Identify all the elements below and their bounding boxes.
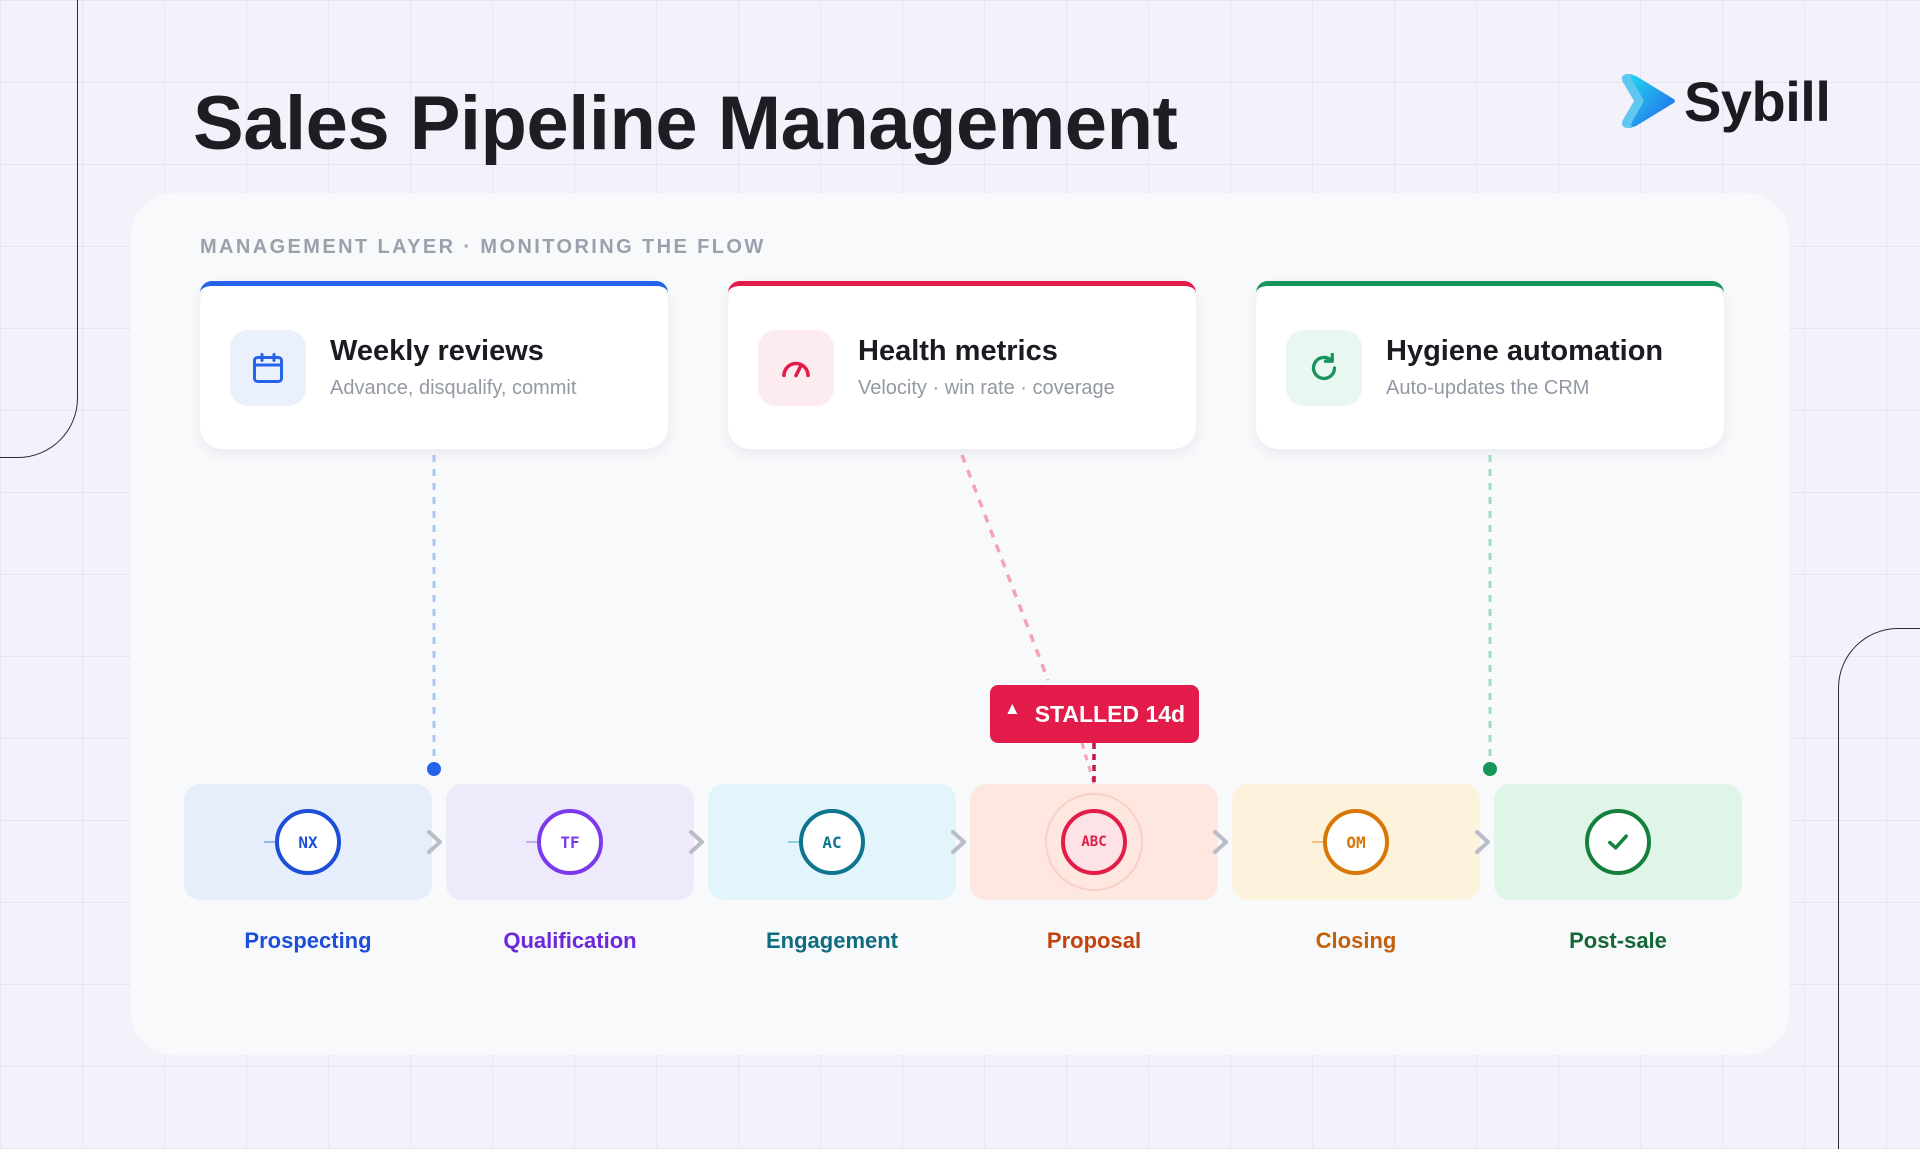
stage-label-qualification: Qualification bbox=[503, 928, 637, 953]
card-subtitle: Advance, disqualify, commit bbox=[330, 377, 577, 399]
play-logo-icon bbox=[1621, 74, 1675, 128]
check-icon bbox=[1608, 834, 1628, 850]
stage-avatar-qualification: TF bbox=[537, 809, 603, 875]
stage-label-engagement: Engagement bbox=[765, 928, 899, 953]
chevron-right-icon bbox=[1213, 830, 1228, 854]
connector-dot-prospecting bbox=[427, 762, 441, 776]
warning-icon: ▲ bbox=[1003, 699, 1021, 718]
stage-tick-lines bbox=[264, 793, 1324, 891]
stage-label-post-sale: Post-sale bbox=[1569, 928, 1667, 953]
card-hygiene-automation: Hygiene automation Auto-updates the CRM bbox=[1256, 281, 1724, 449]
chevron-right-icon bbox=[951, 830, 966, 854]
stage-avatar-prospecting: NX bbox=[275, 809, 341, 875]
stage-avatar-post-sale bbox=[1585, 809, 1651, 875]
chevron-right-icon bbox=[689, 830, 704, 854]
card-health-metrics: Health metrics Velocity · win rate · cov… bbox=[728, 281, 1196, 449]
connector-lines bbox=[427, 454, 1497, 788]
chevron-right-icon bbox=[1475, 830, 1490, 854]
stage-label-closing: Closing bbox=[1315, 928, 1397, 953]
brand-name: Sybill bbox=[1684, 69, 1831, 133]
stage-avatar-engagement: AC bbox=[799, 809, 865, 875]
card-title: Weekly reviews bbox=[330, 335, 544, 367]
stalled-alert-badge: ▲ STALLED 14d bbox=[990, 685, 1199, 743]
calendar-icon bbox=[230, 330, 306, 406]
speedometer-icon bbox=[758, 330, 834, 406]
stage-label-prospecting: Prospecting bbox=[244, 928, 372, 953]
page-title: Sales Pipeline Management bbox=[193, 81, 1178, 166]
card-title: Hygiene automation bbox=[1386, 335, 1664, 367]
card-title: Health metrics bbox=[858, 335, 1058, 367]
proposal-highlight-ring bbox=[1045, 793, 1143, 891]
stage-avatar-proposal: ABC bbox=[1061, 809, 1127, 875]
card-subtitle: Velocity · win rate · coverage bbox=[858, 377, 1115, 399]
card-subtitle: Auto-updates the CRM bbox=[1386, 377, 1590, 399]
refresh-icon bbox=[1286, 330, 1362, 406]
chevron-right-icon bbox=[427, 830, 442, 854]
card-weekly-reviews: Weekly reviews Advance, disqualify, comm… bbox=[200, 281, 668, 449]
connector-dot-closing bbox=[1483, 762, 1497, 776]
layer-label: MANAGEMENT LAYER · MONITORING THE FLOW bbox=[200, 236, 766, 258]
brand-logo: Sybill bbox=[1618, 68, 1831, 134]
stalled-alert-label: STALLED 14d bbox=[1034, 700, 1186, 727]
stage-label-proposal: Proposal bbox=[1046, 928, 1142, 953]
stage-avatar-closing: OM bbox=[1323, 809, 1389, 875]
